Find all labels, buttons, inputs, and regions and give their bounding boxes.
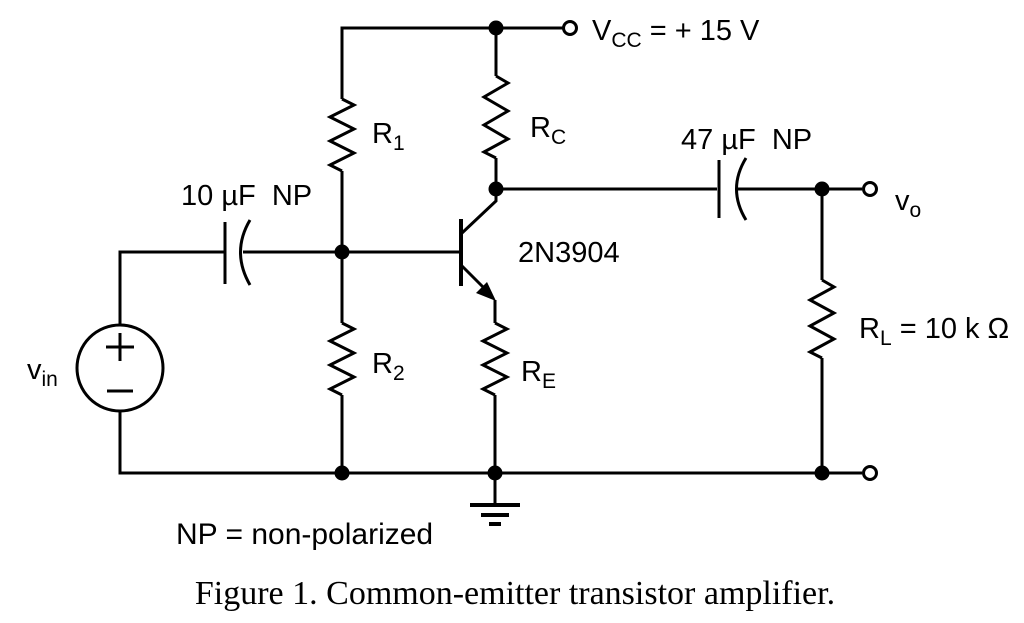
input-capacitor [223, 219, 459, 286]
vin-bottom-wire [118, 411, 862, 475]
plus-sign [106, 333, 134, 361]
input-cap-label: 10 µF NP [181, 180, 312, 212]
transistor-emitter-arrow [476, 282, 496, 301]
r1-label: R1 [372, 118, 405, 155]
vo-terminal [862, 181, 878, 197]
top-rail-wire [340, 26, 563, 99]
ground-symbol [470, 473, 520, 526]
output-capacitor [717, 157, 862, 221]
bottom-output-terminal [862, 465, 878, 481]
r2-ground-dot [334, 465, 350, 481]
resistor-rl [806, 189, 838, 473]
vcc-label: VCC = + 15 V [592, 15, 760, 52]
r2-zigzag [326, 321, 358, 397]
transistor-collector-wire [460, 189, 498, 235]
resistor-re [479, 321, 511, 473]
np-note: NP = non-polarized [176, 518, 433, 551]
vo-label: vo [895, 185, 921, 222]
vin-top-wire [118, 250, 225, 325]
resistor-r1 [326, 97, 358, 252]
vin-label: vin [27, 354, 58, 391]
re-label: RE [521, 356, 556, 393]
transistor-label: 2N3904 [518, 237, 620, 269]
rc-label: RC [530, 112, 566, 149]
vcc-terminal [562, 20, 578, 36]
output-cap-right-plate [735, 157, 748, 221]
r2-label: R2 [372, 348, 405, 385]
r1-zigzag [326, 97, 358, 173]
rc-zigzag [480, 74, 512, 160]
vin-source [75, 250, 862, 475]
transistor-2n3904 [459, 189, 498, 323]
re-zigzag [479, 321, 511, 397]
figure-caption: Figure 1. Common-emitter transistor ampl… [195, 575, 835, 612]
output-cap-label: 47 µF NP [681, 124, 812, 156]
rl-ground-dot [814, 465, 830, 481]
rl-label: RL = 10 k Ω [859, 313, 1009, 350]
input-cap-right-plate [239, 219, 252, 286]
rl-zigzag [806, 278, 838, 360]
resistor-rc [480, 28, 512, 189]
resistor-r2 [326, 252, 358, 473]
